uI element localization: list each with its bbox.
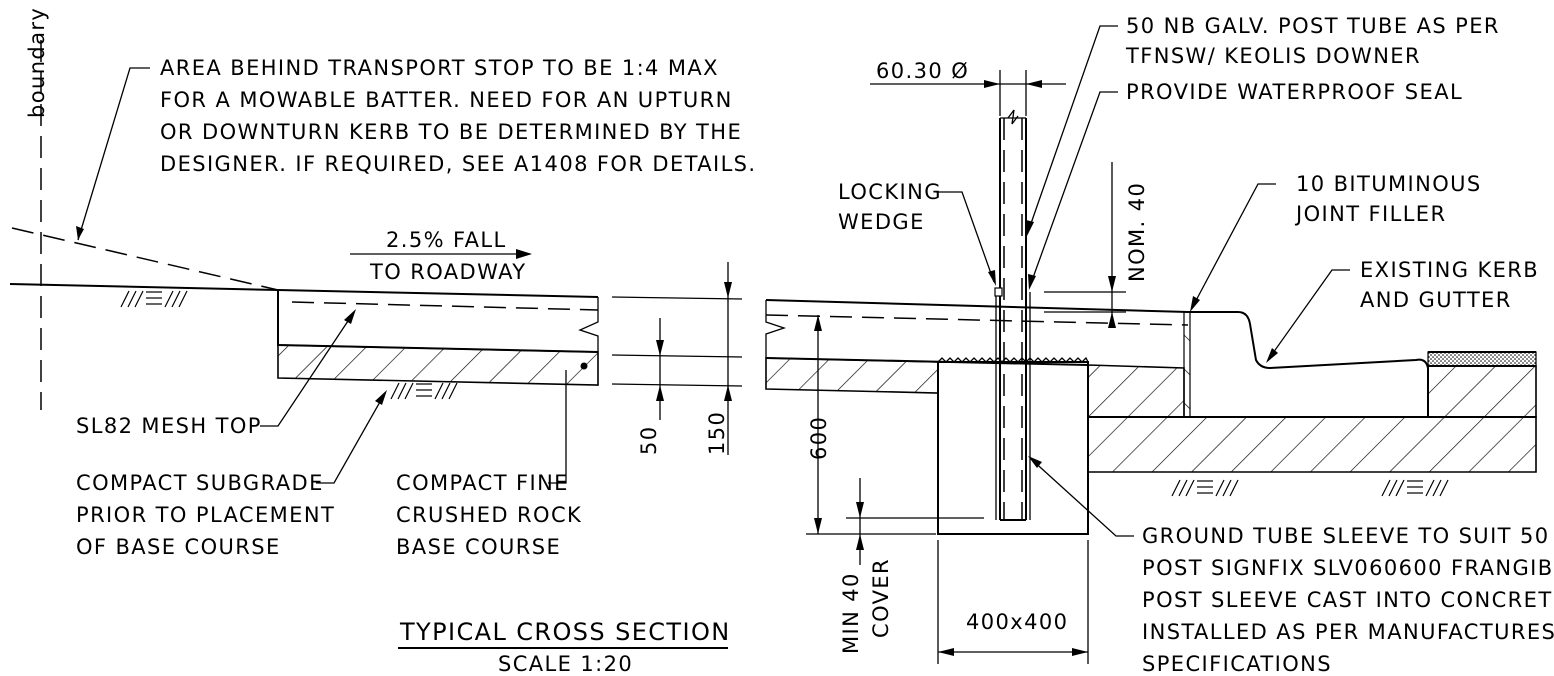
diameter-dimension: [870, 70, 1066, 116]
svg-text:AND GUTTER: AND GUTTER: [1360, 288, 1512, 312]
cover-label: MIN 40 COVER: [839, 558, 893, 654]
svg-text:JOINT FILLER: JOINT FILLER: [1294, 202, 1446, 226]
concrete-slab-left: [277, 289, 599, 353]
kerb-leader: [1267, 269, 1350, 361]
svg-text:TFNSW/ KEOLIS DOWNER: TFNSW/ KEOLIS DOWNER: [1125, 44, 1421, 68]
subgrade-leader: [316, 392, 386, 484]
svg-text:LOCKING: LOCKING: [838, 180, 942, 204]
svg-text:MIN 40: MIN 40: [839, 572, 863, 654]
post-tube-label: 50 NB GALV. POST TUBE AS PER TFNSW/ KEOL…: [1125, 14, 1500, 68]
svg-text:POST SLEEVE CAST INTO CONCRETE: POST SLEEVE CAST INTO CONCRETE.: [1142, 588, 1554, 612]
batter-note: AREA BEHIND TRANSPORT STOP TO BE 1:4 MAX…: [160, 56, 757, 176]
seal-leader: [1029, 91, 1118, 287]
locking-wedge: [994, 287, 1003, 297]
dimension-50-150: [611, 262, 743, 455]
svg-text:EXISTING KERB: EXISTING KERB: [1360, 258, 1539, 282]
nom-40-label: NOM. 40: [1125, 182, 1149, 282]
svg-text:CRUSHED ROCK: CRUSHED ROCK: [396, 503, 582, 527]
ground-symbol-2: [390, 382, 458, 400]
subgrade-label: COMPACT SUBGRADE PRIOR TO PLACEMENT OF B…: [76, 471, 335, 559]
natural-surface-line: [9, 283, 279, 291]
mesh-leader: [260, 311, 355, 427]
svg-text:GROUND TUBE SLEEVE TO SUIT 50: GROUND TUBE SLEEVE TO SUIT 50 NB: [1142, 524, 1554, 548]
dim-50-label: 50: [637, 425, 661, 455]
concrete-footing: [937, 361, 1089, 535]
dim-600-label: 600: [807, 416, 831, 460]
batter-note-leader: [77, 67, 150, 241]
filler-label: 10 BITUMINOUS JOINT FILLER: [1294, 172, 1482, 226]
footing-width-label: 400x400: [966, 610, 1068, 634]
svg-text:OR DOWNTURN KERB TO BE DETERMI: OR DOWNTURN KERB TO BE DETERMINED BY THE: [160, 120, 742, 144]
ground-symbol-3: [1171, 479, 1239, 497]
svg-text:COMPACT SUBGRADE: COMPACT SUBGRADE: [76, 471, 324, 495]
kerb-label: EXISTING KERB AND GUTTER: [1360, 258, 1539, 312]
base-course-right-2: [1087, 364, 1185, 418]
footing-width-dimension: [937, 540, 1089, 664]
svg-text:DESIGNER. IF REQUIRED, SEE A14: DESIGNER. IF REQUIRED, SEE A1408 FOR DET…: [160, 152, 757, 176]
cover-dimension: [856, 478, 864, 565]
post-tube: [999, 109, 1027, 521]
wedge-leader: [936, 191, 995, 283]
fall-label-line2: TO ROADWAY: [369, 260, 527, 284]
svg-text:OF BASE COURSE: OF BASE COURSE: [76, 535, 281, 559]
ground-symbol-1: [120, 290, 188, 308]
svg-text:WEDGE: WEDGE: [838, 210, 925, 234]
sleeve-label: GROUND TUBE SLEEVE TO SUIT 50 NB POST SI…: [1142, 524, 1554, 676]
svg-text:SPECIFICATIONS: SPECIFICATIONS: [1142, 652, 1332, 676]
post-tube-leader: [1027, 25, 1118, 233]
base-course-right: [765, 357, 939, 394]
svg-text:10 BITUMINOUS: 10 BITUMINOUS: [1296, 172, 1482, 196]
batter-line: [11, 227, 279, 291]
seal-label: PROVIDE WATERPROOF SEAL: [1126, 80, 1463, 104]
footing-top-edge: [937, 356, 1089, 363]
base-course-label: COMPACT FINE CRUSHED ROCK BASE COURSE: [396, 471, 582, 559]
filler-leader: [1191, 183, 1276, 309]
boundary-label: boundary: [25, 7, 49, 118]
svg-text:POST SIGNFIX SLV060600 FRANGIB: POST SIGNFIX SLV060600 FRANGIBLE: [1142, 556, 1554, 580]
svg-text:COVER: COVER: [869, 558, 893, 638]
base-course-marker: [580, 362, 588, 370]
sleeve-leader: [1029, 457, 1134, 537]
base-course-leader: [548, 370, 567, 484]
svg-text:50 NB GALV. POST TUBE AS PER: 50 NB GALV. POST TUBE AS PER: [1126, 14, 1500, 38]
svg-text:AREA BEHIND TRANSPORT STOP TO: AREA BEHIND TRANSPORT STOP TO BE 1:4 MAX: [160, 56, 719, 80]
base-course-left: [277, 344, 599, 386]
svg-text:COMPACT FINE: COMPACT FINE: [396, 471, 569, 495]
concrete-slab-right: [765, 299, 1189, 366]
svg-text:FOR A MOWABLE BATTER. NEED FOR: FOR A MOWABLE BATTER. NEED FOR AN UPTURN: [160, 88, 733, 112]
svg-text:BASE COURSE: BASE COURSE: [396, 535, 561, 559]
diameter-label: 60.30 Ø: [876, 59, 969, 83]
dimension-600: [806, 315, 984, 535]
fall-label-line1: 2.5% FALL: [386, 228, 507, 252]
dim-150-label: 150: [705, 411, 729, 455]
nom-40-dimension: [1044, 162, 1126, 328]
svg-text:PRIOR TO PLACEMENT: PRIOR TO PLACEMENT: [76, 503, 335, 527]
drawing-scale: SCALE 1:20: [498, 652, 633, 676]
ground-symbol-4: [1381, 479, 1449, 497]
kerb-sub-base: [1087, 416, 1537, 473]
mesh-label: SL82 MESH TOP: [76, 414, 262, 438]
wedge-label: LOCKING WEDGE: [838, 180, 942, 234]
drawing-title: TYPICAL CROSS SECTION: [399, 618, 731, 646]
svg-text:INSTALLED AS PER MANUFACTURES: INSTALLED AS PER MANUFACTURES: [1142, 620, 1554, 644]
